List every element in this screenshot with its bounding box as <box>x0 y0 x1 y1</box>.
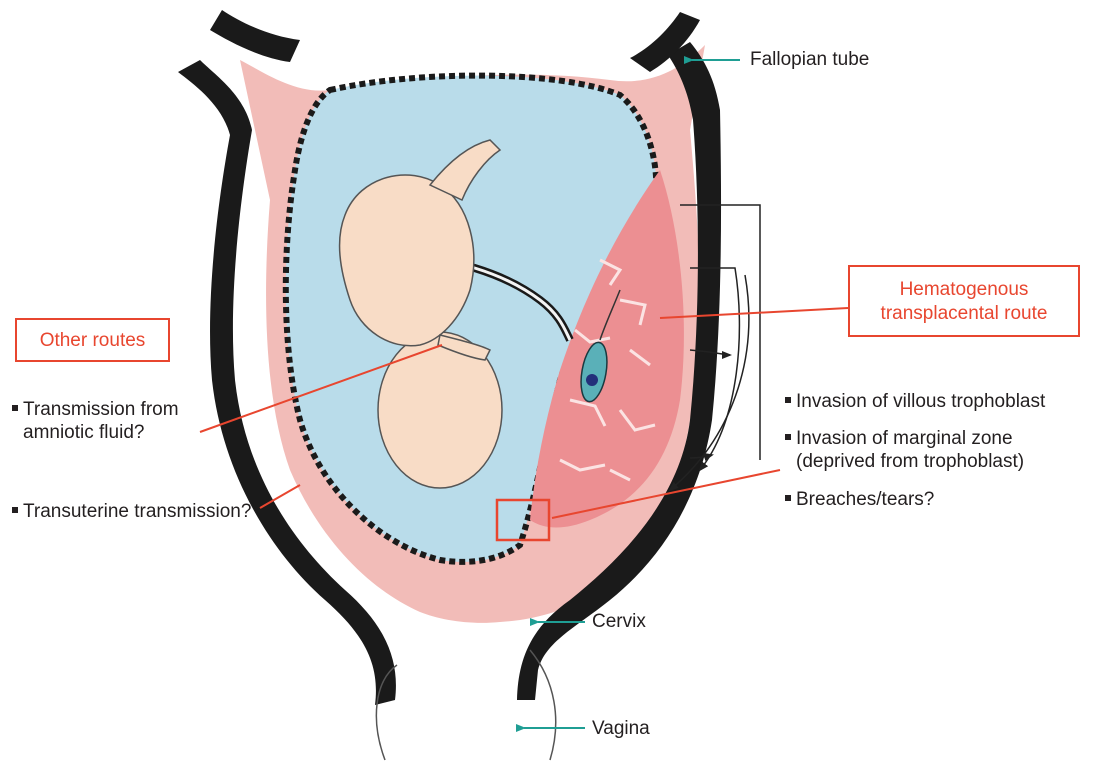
bullet-icon <box>785 397 791 403</box>
bullet-icon <box>785 495 791 501</box>
bullet-icon <box>785 434 791 440</box>
amniotic-line1: Transmission from <box>23 399 179 420</box>
amniotic-transmission-label: Transmission from <box>12 398 179 421</box>
breaches-label: Breaches/tears? <box>785 488 934 511</box>
fallopian-tube-label: Fallopian tube <box>750 48 869 71</box>
villous-text: Invasion of villous trophoblast <box>796 391 1045 412</box>
vagina-label: Vagina <box>592 717 650 740</box>
marginal-label: Invasion of marginal zone <box>785 427 1013 450</box>
cervix-label: Cervix <box>592 610 646 633</box>
marginal-line1: Invasion of marginal zone <box>796 428 1013 449</box>
hematogenous-line1: Hematogenous <box>850 278 1078 301</box>
hematogenous-route-box: Hematogenous transplacental route <box>848 265 1080 337</box>
other-routes-box: Other routes <box>15 318 170 362</box>
transuterine-text: Transuterine transmission? <box>23 501 251 522</box>
marginal-label-2: (deprived from trophoblast) <box>796 450 1024 473</box>
bullet-icon <box>12 405 18 411</box>
bullet-icon <box>12 507 18 513</box>
breaches-text: Breaches/tears? <box>796 489 934 510</box>
amniotic-transmission-label-2: amniotic fluid? <box>23 421 144 444</box>
villous-label: Invasion of villous trophoblast <box>785 390 1045 413</box>
transuterine-label: Transuterine transmission? <box>12 500 251 523</box>
fallopian-tube-left <box>210 10 300 62</box>
hematogenous-line2: transplacental route <box>850 302 1078 325</box>
other-routes-label: Other routes <box>17 329 168 352</box>
